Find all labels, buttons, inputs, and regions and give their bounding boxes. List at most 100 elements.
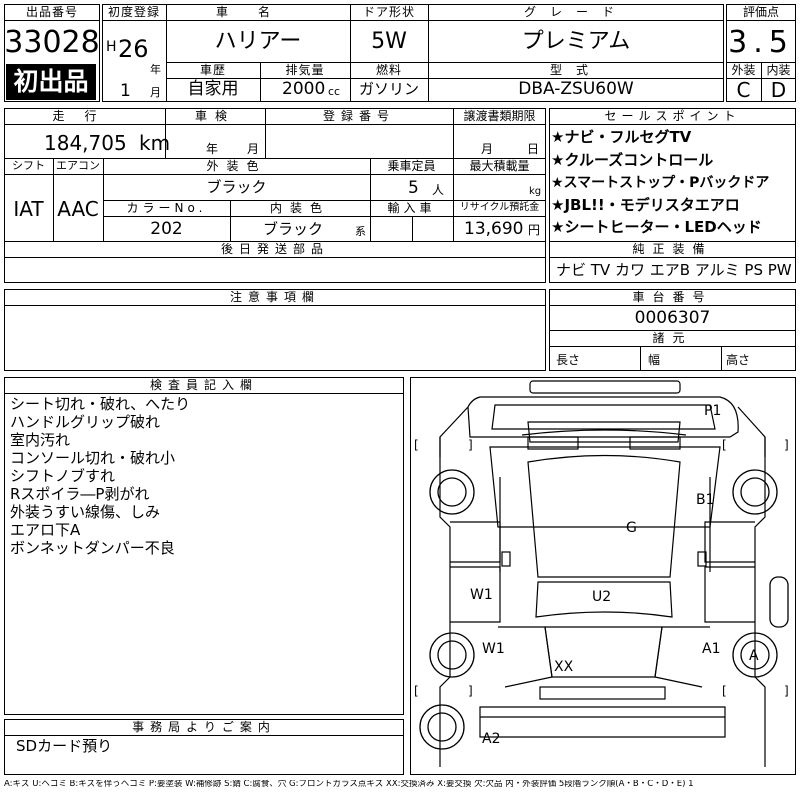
damage-mark-a: A xyxy=(749,648,759,664)
damage-mark-w1-front: W1 xyxy=(470,587,493,603)
mileage-unit: km xyxy=(139,131,171,155)
mileage-label: 走行 xyxy=(52,109,117,123)
dimensions-label: 諸元 xyxy=(652,331,693,345)
bracket-mark: [ xyxy=(414,438,419,452)
inspection-label: 車検 xyxy=(194,109,235,123)
displacement: 2000 xyxy=(282,79,326,99)
mileage: 184,705 xyxy=(44,131,127,155)
damage-mark-xx: XX xyxy=(554,659,574,675)
year-unit: 年 xyxy=(150,63,161,76)
door-type: 5W xyxy=(371,29,407,54)
month-unit: 月 xyxy=(150,86,161,99)
max-load-unit: kg xyxy=(529,186,542,197)
capacity-unit: 人 xyxy=(432,183,445,197)
legend-text: A:キズ U:ヘコミ B:キズを伴うヘコミ P:要塗装 W:補修跡 S:錆 C:… xyxy=(4,780,694,789)
shift: IAT xyxy=(13,197,44,221)
shift-label: シフト xyxy=(12,159,45,172)
office-block xyxy=(4,719,404,775)
inspector-note-line: ボンネットダンパー不良 xyxy=(10,539,175,557)
transfer-month-unit: 月 xyxy=(481,142,494,156)
overall-score: 3.5 xyxy=(728,25,794,60)
inspector-note-line: 外装うすい線傷、しみ xyxy=(10,503,161,521)
bracket-mark: ] xyxy=(784,438,789,452)
damage-mark-a2: A2 xyxy=(482,731,500,747)
displacement-unit: cc xyxy=(328,85,341,98)
sales-point-item: ★JBL!!・モデリスタエアロ xyxy=(551,196,740,214)
later-parts-label: 後日発送部品 xyxy=(220,242,329,256)
score-label: 評価点 xyxy=(742,5,779,19)
interior-color-label: 内装色 xyxy=(269,201,330,215)
registration-number-label: 登録番号 xyxy=(322,109,395,123)
notes-label: 注意事項欄 xyxy=(229,290,320,304)
history: 自家用 xyxy=(187,79,239,99)
transfer-day-unit: 日 xyxy=(527,142,540,156)
color-number: 202 xyxy=(150,219,183,239)
recycle-fee-unit: 円 xyxy=(528,223,541,237)
fuel-label: 燃料 xyxy=(375,63,402,77)
vehicle-info-block xyxy=(102,4,724,102)
car-damage-diagram: [ ] [ ] [ ] [ ] P1 B1 G U2 W1 W1 A1 A XX… xyxy=(414,380,789,767)
width-label: 幅 xyxy=(648,353,661,367)
capacity-label: 乗車定員 xyxy=(387,159,436,173)
equipment-list: ナビ TV カワ エアB アルミ PS PW xyxy=(556,261,792,279)
interior-score: D xyxy=(770,78,787,102)
inspector-note-line: シフトノブすれ xyxy=(10,467,116,485)
office-info-label: 事務局よりご案内 xyxy=(132,720,276,734)
import-label: 輸入車 xyxy=(387,201,436,215)
sales-points-block xyxy=(549,108,796,283)
door-label: ドア形状 xyxy=(362,5,415,19)
auction-number: 33028 xyxy=(4,25,100,60)
inspection-month-unit: 月 xyxy=(247,142,260,156)
damage-mark-b1: B1 xyxy=(696,492,715,508)
chassis-number: 0006307 xyxy=(634,308,711,328)
air-conditioner: AAC xyxy=(57,197,99,221)
length-label: 長さ xyxy=(556,353,581,367)
first-reg-year: 26 xyxy=(118,35,149,63)
grade: プレミアム xyxy=(521,29,631,54)
damage-mark-p1: P1 xyxy=(704,403,721,419)
car-name-label: 車名 xyxy=(215,5,300,19)
inspector-note-line: 室内汚れ xyxy=(10,431,71,449)
bracket-mark: [ xyxy=(722,438,727,452)
sales-point-item: ★シートヒーター・LEDヘッド xyxy=(551,218,762,236)
bracket-mark: ] xyxy=(784,684,789,698)
history-label: 車歴 xyxy=(199,63,226,77)
bracket-mark: ] xyxy=(468,684,473,698)
sales-points-label: セールスポイント xyxy=(604,109,741,123)
sales-point-item: ★クルーズコントロール xyxy=(551,151,714,169)
inspector-notes-label: 検査員記入欄 xyxy=(149,378,258,392)
detail-block xyxy=(4,108,546,283)
auction-number-block xyxy=(4,4,100,102)
exterior-score-label: 外装 xyxy=(731,63,756,77)
inspector-note-line: Rスポイラ―P剥がれ xyxy=(10,485,150,503)
damage-mark-w1-rear: W1 xyxy=(482,641,505,657)
sales-point-item: ★スマートストップ・Pバックドア xyxy=(551,175,770,191)
recycle-fee-label: リサイクル預託金 xyxy=(459,202,540,213)
max-load-label: 最大積載量 xyxy=(469,159,530,173)
car-name: ハリアー xyxy=(214,29,302,54)
auction-number-label: 出品番号 xyxy=(25,5,78,19)
ac-label: エアコン xyxy=(56,159,100,172)
inspector-block xyxy=(4,377,404,715)
fuel: ガソリン xyxy=(358,80,419,98)
exterior-color: ブラック xyxy=(206,178,267,196)
bracket-mark: [ xyxy=(414,684,419,698)
recycle-fee: 13,690 xyxy=(464,219,524,239)
notes-block xyxy=(4,289,546,371)
equipment-label: 純正装備 xyxy=(632,242,713,256)
interior-score-label: 内装 xyxy=(766,63,791,77)
transfer-deadline-label: 譲渡書類期限 xyxy=(463,109,536,123)
capacity: 5 xyxy=(408,178,419,198)
model: DBA-ZSU60W xyxy=(518,79,634,99)
exterior-score: C xyxy=(736,78,751,102)
color-number-label: カラーNo. xyxy=(126,201,207,215)
model-label: 型式 xyxy=(549,63,602,77)
damage-mark-u2: U2 xyxy=(592,589,611,605)
interior-color-unit: 系 xyxy=(355,225,366,238)
first-listing-label: 初出品 xyxy=(13,67,89,96)
exterior-color-label: 外装色 xyxy=(206,159,267,173)
chassis-number-label: 車台番号 xyxy=(632,290,713,304)
inspector-note-line: エアロ下A xyxy=(10,521,81,539)
first-listing-badge xyxy=(6,64,96,100)
grade-label: グレード xyxy=(523,5,628,19)
